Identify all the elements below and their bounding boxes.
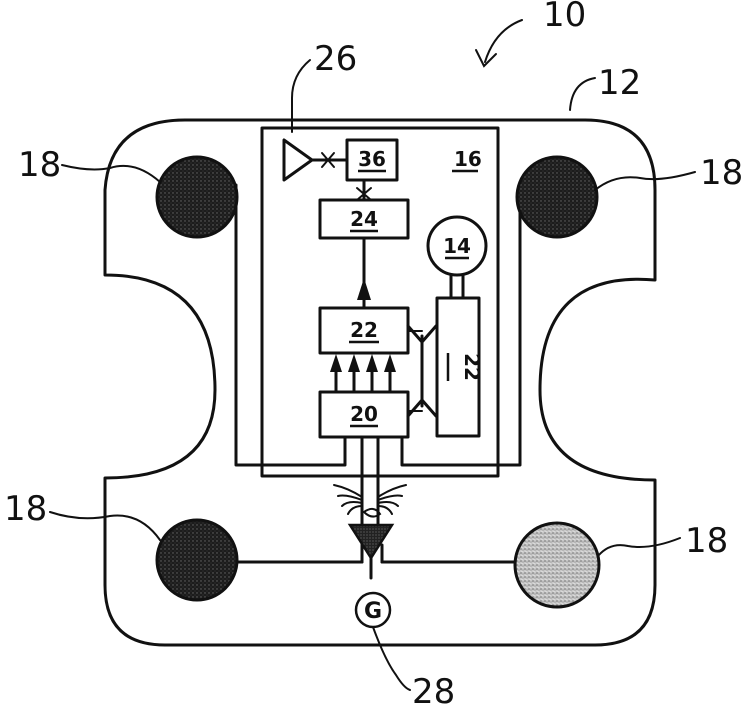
ref-numeral-housing: 12 — [598, 63, 641, 103]
ref-numeral-block-22-side: 22 — [460, 353, 484, 381]
ref-numeral-ground: 28 — [412, 672, 455, 710]
electrode-bottom-left — [157, 520, 237, 600]
ref-numeral-block-22: 22 — [350, 318, 378, 342]
ref-numeral-electrode-tr: 18 — [700, 153, 743, 193]
ref-numeral-block-36: 36 — [358, 147, 386, 171]
funnel — [350, 525, 392, 558]
ref-numeral-electrode-bl: 18 — [4, 489, 47, 529]
arrows-20-to-22 — [330, 354, 396, 392]
ref-numeral-block-24: 24 — [350, 207, 378, 231]
caduceus-wings — [334, 485, 406, 517]
electrode-bottom-right — [515, 523, 599, 607]
ref-numeral-board: 16 — [454, 147, 482, 171]
ref-numeral-block-20: 20 — [350, 402, 378, 426]
double-arrow — [408, 326, 436, 416]
ref-numeral-electrode-tl: 18 — [18, 145, 61, 185]
ref-numeral-device: 10 — [543, 0, 586, 35]
electrode-top-right — [517, 157, 597, 237]
arrow-up — [357, 278, 371, 300]
ground-label: G — [364, 599, 382, 624]
ref-numeral-electrode-br: 18 — [685, 521, 728, 561]
antenna-symbol — [284, 140, 312, 180]
ref-numeral-pump: 14 — [443, 234, 471, 258]
electrode-top-left — [157, 157, 237, 237]
ref-numeral-antenna: 26 — [314, 39, 357, 79]
